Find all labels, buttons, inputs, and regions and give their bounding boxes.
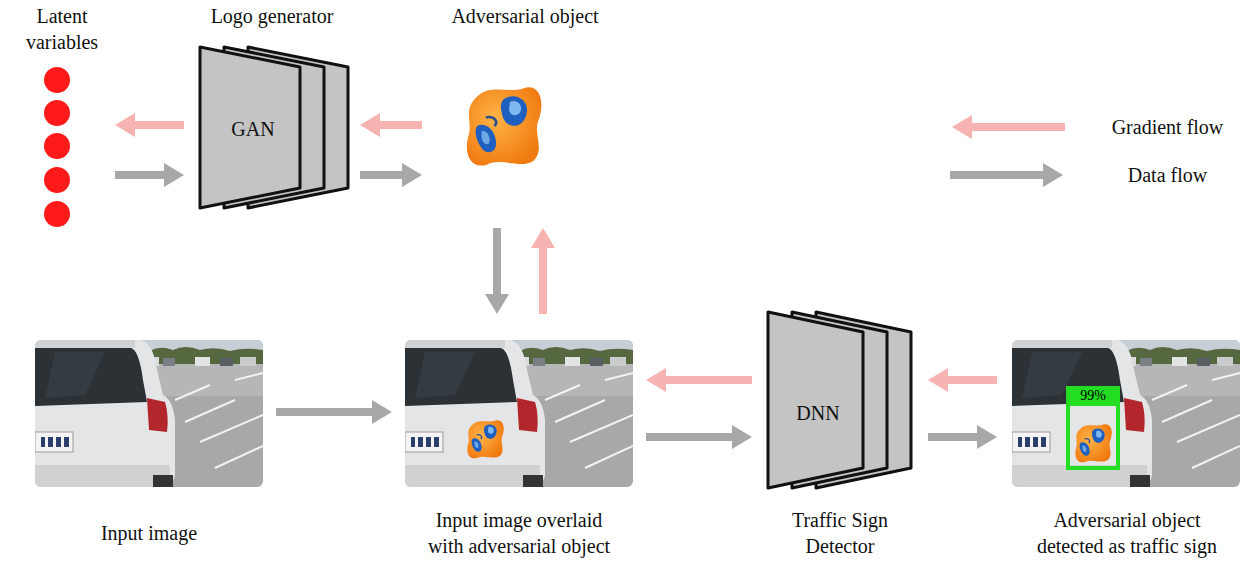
detector-panels <box>768 312 911 488</box>
latent-circles-part <box>44 167 70 193</box>
photo-caption: Input image overlaid with adversarial ob… <box>422 507 617 559</box>
arrow-head <box>402 163 422 187</box>
latent-circles-part <box>44 133 70 159</box>
arrow-shaft <box>928 433 979 441</box>
street-photo <box>35 340 263 487</box>
input-photo: Input image <box>30 335 268 550</box>
node-heading: Logo generator <box>197 3 347 29</box>
node-heading: Adversarial object <box>435 3 615 29</box>
arrow-head <box>115 113 135 137</box>
data-arrow <box>646 425 752 449</box>
legend-gradient-arrow-part <box>970 123 1065 131</box>
arrow-shaft <box>276 408 374 416</box>
arrow-head <box>732 425 752 449</box>
arrow-shaft <box>360 171 404 179</box>
legend-gradient-arrow <box>952 115 1065 139</box>
node-caption: Traffic Sign Detector <box>775 507 905 559</box>
arrow-head <box>485 294 509 314</box>
data-arrow <box>485 228 509 314</box>
gradient-arrow <box>115 113 184 137</box>
legend-text: Gradient flow <box>1112 114 1224 140</box>
text-slot: Latent variables <box>19 3 105 55</box>
legend-data-arrow <box>950 163 1063 187</box>
latent-vector: Latent variables <box>19 2 107 230</box>
network-label: DNN <box>788 400 848 426</box>
gradient-arrow <box>531 228 555 314</box>
arrow-head <box>646 368 666 392</box>
generator-network: Logo generatorGAN <box>192 0 352 215</box>
arrow-shaft <box>539 246 547 314</box>
arrow-head <box>928 368 948 392</box>
arrow-shaft <box>378 121 422 129</box>
text-slot: Input image <box>49 520 249 546</box>
arrow-shaft <box>664 376 752 384</box>
text-slot: GAN <box>223 116 283 142</box>
overlaid-photo: Input image overlaid with adversarial ob… <box>400 322 638 562</box>
legend-text: Data flow <box>1128 162 1207 188</box>
gradient-arrow <box>360 113 422 137</box>
node-heading: Latent variables <box>19 3 105 55</box>
street-photo <box>405 340 633 487</box>
adversarial-sticker <box>467 420 503 458</box>
text-slot: Adversarial object <box>435 3 615 29</box>
latent-circles <box>44 67 70 227</box>
detector-panels-part <box>768 312 863 488</box>
generator-panels <box>200 47 348 208</box>
street-photo <box>1012 340 1240 487</box>
data-arrow <box>360 163 422 187</box>
detection-tab <box>1066 386 1120 406</box>
arrow-shaft <box>133 121 184 129</box>
arrow-shaft <box>946 376 997 384</box>
arrow-shaft <box>646 433 734 441</box>
arrow-head <box>164 163 184 187</box>
detector-network: DNN Traffic Sign Detector <box>760 305 920 562</box>
arrow-head <box>360 113 380 137</box>
gradient-arrow <box>928 368 997 392</box>
detection-photo: Adversarial object detected as traffic s… <box>1005 335 1250 562</box>
arrow-head <box>977 425 997 449</box>
arrow-shaft <box>115 171 166 179</box>
label-slot: 99% <box>1066 386 1120 406</box>
confidence-score: 99% <box>1066 386 1120 406</box>
legend-gradient-arrow-part <box>952 115 972 139</box>
adversarial-sticker <box>1075 424 1111 462</box>
arrow-head <box>531 228 555 248</box>
data-arrow <box>115 163 184 187</box>
adversarial-blob <box>467 87 542 165</box>
arrow-shaft <box>493 228 501 296</box>
legend-entry: Data flow <box>1085 162 1250 188</box>
adversarial-object: Adversarial object <box>430 0 620 220</box>
latent-circles-part <box>44 100 70 126</box>
legend-data-arrow-part <box>950 171 1045 179</box>
legend-entry: Gradient flow <box>1085 114 1250 140</box>
data-arrow <box>928 425 997 449</box>
legend-data-arrow-part <box>1043 163 1063 187</box>
photo-caption: Adversarial object detected as traffic s… <box>1030 507 1225 559</box>
text-slot: Traffic Sign Detector <box>775 507 905 559</box>
arrow-head <box>372 400 392 424</box>
text-slot: DNN <box>788 400 848 426</box>
latent-circles-part <box>44 67 70 93</box>
gradient-arrow <box>646 368 752 392</box>
photo-caption: Input image <box>49 520 249 546</box>
network-label: GAN <box>223 116 283 142</box>
latent-circles-part <box>44 201 70 227</box>
text-slot: Adversarial object detected as traffic s… <box>1030 507 1225 559</box>
text-slot: Input image overlaid with adversarial ob… <box>422 507 617 559</box>
generator-panels-part <box>200 47 300 208</box>
text-slot: Logo generator <box>197 3 347 29</box>
data-arrow <box>276 400 392 424</box>
